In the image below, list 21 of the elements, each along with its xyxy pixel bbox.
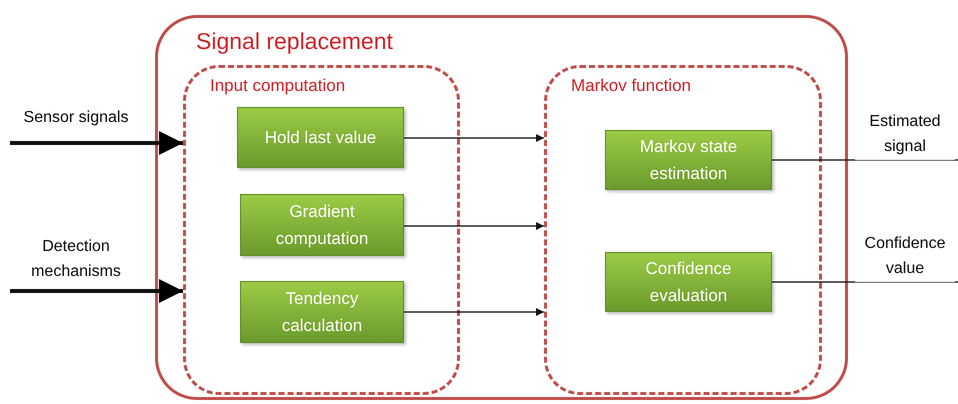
group-title: Markov function <box>571 76 691 96</box>
module-group <box>544 65 822 395</box>
process-label: Tendency calculation <box>280 288 364 337</box>
process-box <box>605 130 772 190</box>
module-group <box>183 65 460 395</box>
process-label: Markov state estimation <box>638 136 738 185</box>
process-box <box>240 281 404 343</box>
group-title: Signal replacement <box>196 28 393 55</box>
process-box <box>240 194 404 256</box>
process-label: Gradient computation <box>274 200 370 250</box>
arrow <box>404 134 544 142</box>
system-boundary <box>155 15 848 400</box>
arrow <box>10 279 183 303</box>
group-title: Input computation <box>210 76 346 96</box>
process-label: Confidence evaluation <box>644 258 732 307</box>
arrow <box>404 308 544 316</box>
process-label: Hold last value <box>264 126 378 149</box>
process-box <box>605 252 772 312</box>
process-box <box>237 107 404 168</box>
arrow <box>404 222 544 230</box>
arrow <box>10 131 183 155</box>
